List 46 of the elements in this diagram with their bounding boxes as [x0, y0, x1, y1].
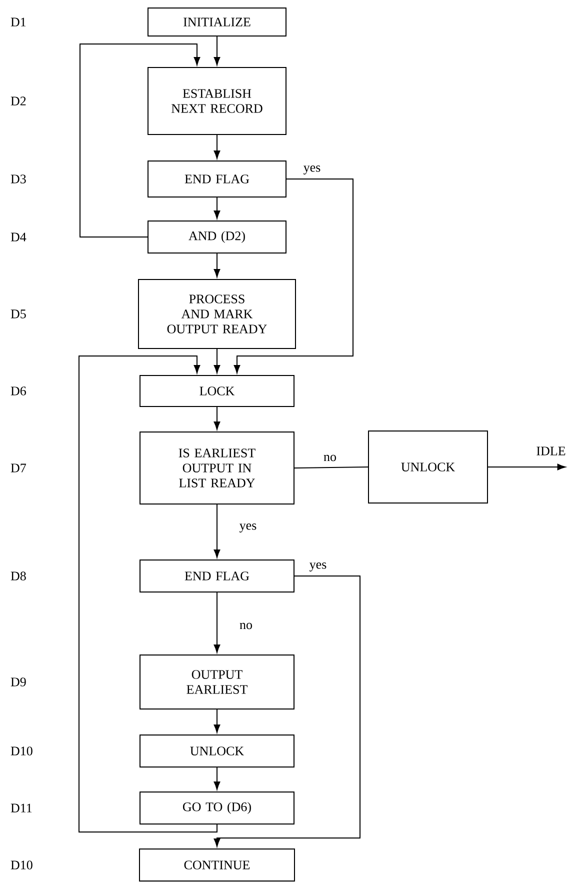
row-label: D9	[10, 678, 26, 686]
edge-label: yes	[302, 164, 322, 176]
arrow	[214, 709, 220, 733]
row-label: D2	[10, 96, 26, 106]
row-label: D4	[10, 232, 26, 242]
edge-label: no	[238, 622, 254, 630]
process-box: OUTPUT EARLIEST	[140, 654, 294, 710]
arrow	[214, 767, 220, 790]
terminal-label: IDLE	[536, 446, 566, 456]
row-label: D7	[10, 464, 26, 472]
process-box: LOCK	[140, 375, 294, 407]
edge-label: no	[322, 454, 338, 462]
process-box: INITIALIZE	[148, 8, 286, 36]
row-label: D11	[10, 804, 32, 812]
row-label: D6	[10, 386, 26, 396]
row-label: D3	[10, 174, 26, 184]
row-label: D1	[10, 18, 26, 26]
arrow	[214, 348, 220, 374]
arrow	[214, 504, 220, 558]
edge-label: yes	[308, 562, 328, 572]
arrow	[234, 178, 354, 374]
process-box: CONTINUE	[139, 848, 295, 882]
row-label: D8	[10, 572, 26, 580]
arrow	[214, 253, 220, 278]
row-label: D10	[10, 746, 32, 756]
arrow	[488, 464, 566, 470]
process-box: AND (D2)	[148, 220, 286, 254]
arrow	[214, 197, 220, 219]
process-box: END FLAG	[148, 160, 286, 198]
process-box: GO TO (D6)	[140, 792, 294, 824]
arrow	[78, 356, 218, 832]
arrow	[214, 592, 220, 653]
process-box: PROCESS AND MARK OUTPUT READY	[138, 279, 296, 349]
process-box: UNLOCK	[368, 430, 488, 504]
process-box: END FLAG	[140, 560, 294, 592]
row-label: D5	[10, 310, 26, 318]
arrow	[214, 576, 360, 847]
process-box: IS EARLIEST OUTPUT IN LIST READY	[140, 432, 294, 504]
arrow	[214, 134, 220, 159]
process-box: UNLOCK	[140, 734, 294, 768]
arrow	[80, 44, 200, 238]
edge-label: yes	[238, 522, 258, 534]
arrow	[214, 36, 220, 66]
arrow	[214, 406, 220, 430]
row-label: D10	[10, 860, 32, 870]
process-box: ESTABLISH NEXT RECORD	[148, 67, 286, 135]
